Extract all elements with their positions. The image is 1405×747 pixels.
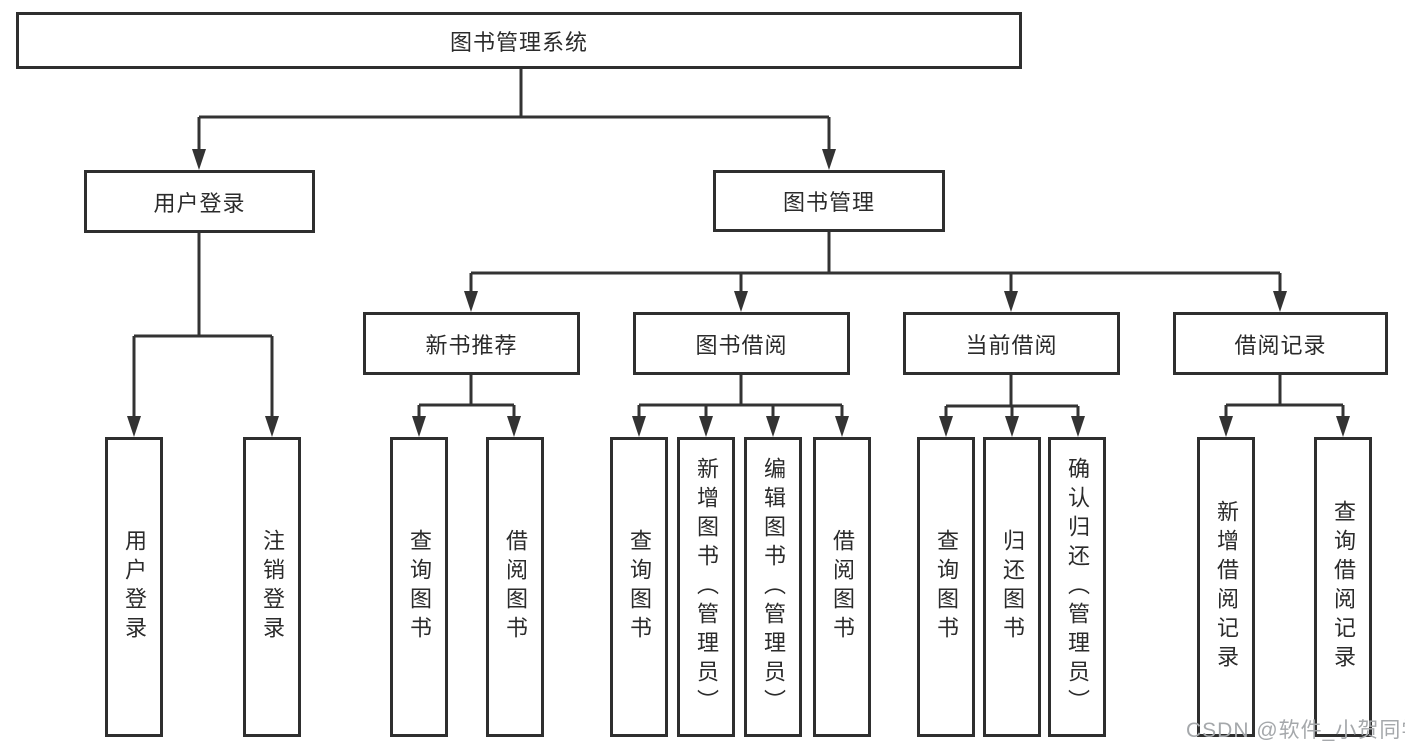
node-label: 借阅图书 xyxy=(830,529,855,645)
leaf-user-login: 用户登录 xyxy=(105,437,163,737)
node-label: 用户登录 xyxy=(122,529,147,645)
node-label: 确认归还（管理员） xyxy=(1065,456,1090,718)
leaf-confirm-return-admin: 确认归还（管理员） xyxy=(1048,437,1106,737)
arrowheads xyxy=(127,149,1350,437)
leaf-add-borrow-record: 新增借阅记录 xyxy=(1197,437,1255,737)
leaf-add-books-admin: 新增图书（管理员） xyxy=(677,437,735,737)
leaf-logout: 注销登录 xyxy=(243,437,301,737)
leaf-edit-books-admin: 编辑图书（管理员） xyxy=(744,437,802,737)
leaf-query-books: 查询图书 xyxy=(917,437,975,737)
connector-bookmgmt-to-level3 xyxy=(469,232,1282,297)
node-library-management-system: 图书管理系统 xyxy=(16,12,1022,69)
node-label: 用户登录 xyxy=(153,190,246,216)
node-label: 查询图书 xyxy=(407,529,432,645)
node-label: 当前借阅 xyxy=(965,332,1058,358)
node-new-book-recommend: 新书推荐 xyxy=(363,312,580,375)
node-label: 借阅图书 xyxy=(503,529,528,645)
leaf-query-books: 查询图书 xyxy=(610,437,668,737)
node-label: 图书管理 xyxy=(782,190,875,215)
connector-userlogin-to-leaves xyxy=(132,233,274,422)
node-label: 注销登录 xyxy=(260,529,285,645)
csdn-watermark: CSDN @软件_小贺同学 xyxy=(1186,719,1405,742)
node-borrowing-records: 借阅记录 xyxy=(1173,312,1388,375)
node-label: 编辑图书（管理员） xyxy=(761,456,786,718)
leaf-return-books: 归还图书 xyxy=(983,437,1041,737)
node-book-borrowing: 图书借阅 xyxy=(633,312,850,375)
node-label: 借阅记录 xyxy=(1234,332,1327,358)
leaf-borrow-books: 借阅图书 xyxy=(813,437,871,737)
node-label: 查询图书 xyxy=(934,529,959,645)
leaf-borrow-books: 借阅图书 xyxy=(486,437,544,737)
node-label: 归还图书 xyxy=(1000,529,1025,645)
node-label: 新增图书（管理员） xyxy=(694,456,719,718)
node-label: 图书管理系统 xyxy=(449,29,588,55)
node-user-login: 用户登录 xyxy=(84,170,315,233)
node-label: 图书借阅 xyxy=(695,332,788,358)
node-current-borrowing: 当前借阅 xyxy=(903,312,1120,375)
leaf-query-books: 查询图书 xyxy=(390,437,448,737)
leaf-query-borrow-record: 查询借阅记录 xyxy=(1314,437,1372,737)
connector-newbook-to-leaves xyxy=(417,375,516,422)
node-label: 新增借阅记录 xyxy=(1214,500,1239,674)
node-label: 查询图书 xyxy=(627,529,652,645)
connector-currentborrow-to-leaves xyxy=(944,375,1080,422)
connector-root-to-level2 xyxy=(197,69,831,155)
node-book-management: 图书管理 xyxy=(713,170,945,232)
connector-bookborrow-to-leaves xyxy=(637,375,844,422)
node-label: 新书推荐 xyxy=(425,332,518,358)
connector-borrowrecord-to-leaves xyxy=(1224,375,1345,422)
node-label: 查询借阅记录 xyxy=(1331,500,1356,674)
